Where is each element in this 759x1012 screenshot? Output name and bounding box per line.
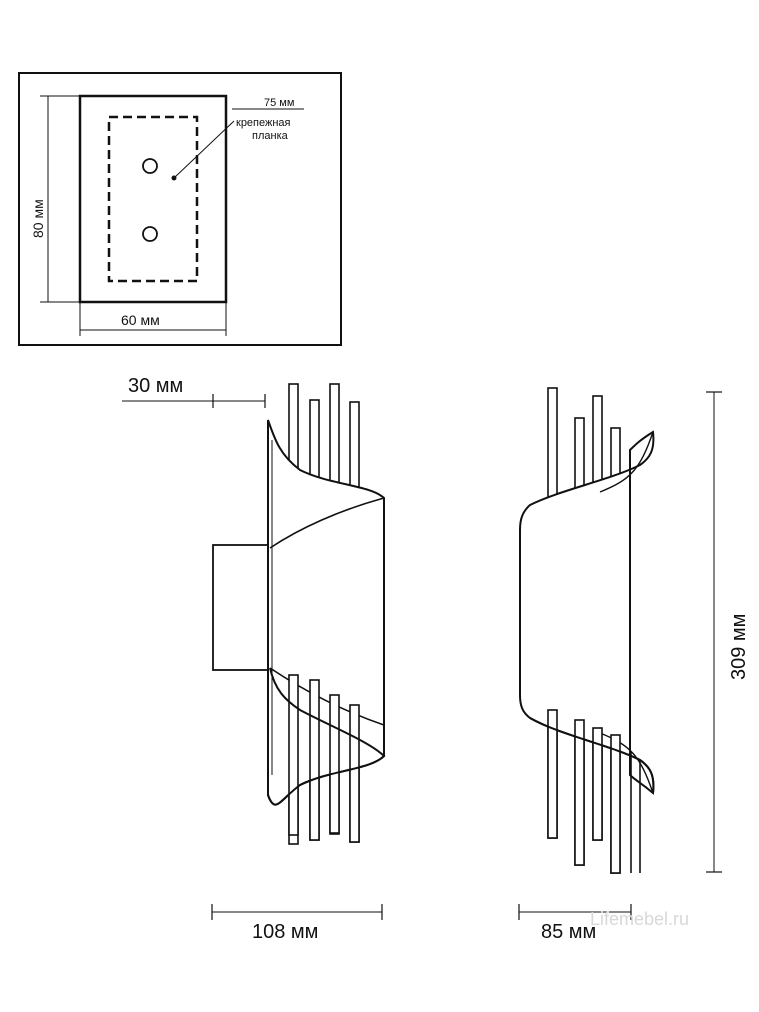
shade-inner-top [269,497,385,549]
front-height-label: 309 мм [728,614,750,680]
rod-lower [574,719,585,866]
rod-lower [610,734,621,874]
side-width-label: 108 мм [252,921,318,943]
rod-lower [349,704,360,843]
rod-lower [547,709,558,839]
rod-lower [288,674,299,836]
rod-lower [592,727,603,841]
mounting-bar-dashed [107,115,199,283]
base-plate [78,94,228,304]
front-shade-bottom-overlay [529,717,655,794]
front-view: 309 мм 85 мм [518,387,750,943]
front-width-label: 85 мм [541,921,596,943]
curved-shade [267,419,385,806]
watermark: Lifemebel.ru [590,909,689,929]
rod-lower [309,679,320,841]
front-shade-top-edge [599,431,654,493]
shade-lower-curve [267,667,386,806]
width-label: 60 мм [121,312,160,328]
holes-distance-label: 75 мм [264,97,294,109]
height-label: 80 мм [30,199,46,238]
mounting-hole-bottom [142,226,158,242]
leader-line [173,120,235,179]
shade-inner-bottom [269,667,385,726]
rod-lower [329,694,340,834]
depth-label: 30 мм [128,375,183,397]
front-shade-bottom-edge [599,732,654,794]
wall-canopy [212,544,269,671]
inset-frame [18,72,342,346]
plate-label-line2: планка [252,130,289,142]
side-view: 30 мм 108 мм [122,375,386,943]
mounting-hole-top [142,158,158,174]
front-shade [519,430,655,795]
mounting-plate-inset: 75 мм крепежная планка 80 мм 60 мм [18,72,342,346]
plate-label-line1: крепежная [236,117,291,129]
